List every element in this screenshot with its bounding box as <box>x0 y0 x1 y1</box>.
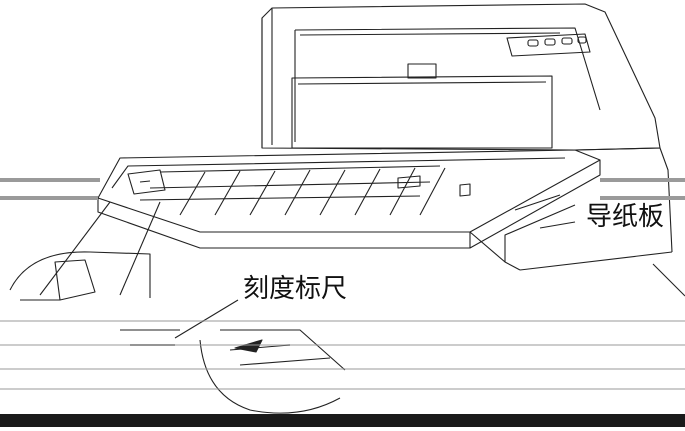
scan-bands <box>0 178 685 390</box>
paper-tray <box>97 149 601 249</box>
leader-lines <box>39 201 685 339</box>
scale-ruler-label: 刻度标尺 <box>243 274 348 304</box>
printer-top-cover <box>261 3 661 151</box>
bottom-bar <box>0 414 685 427</box>
printer-body <box>469 147 673 271</box>
paper-guide-label: 导纸板 <box>586 202 665 232</box>
